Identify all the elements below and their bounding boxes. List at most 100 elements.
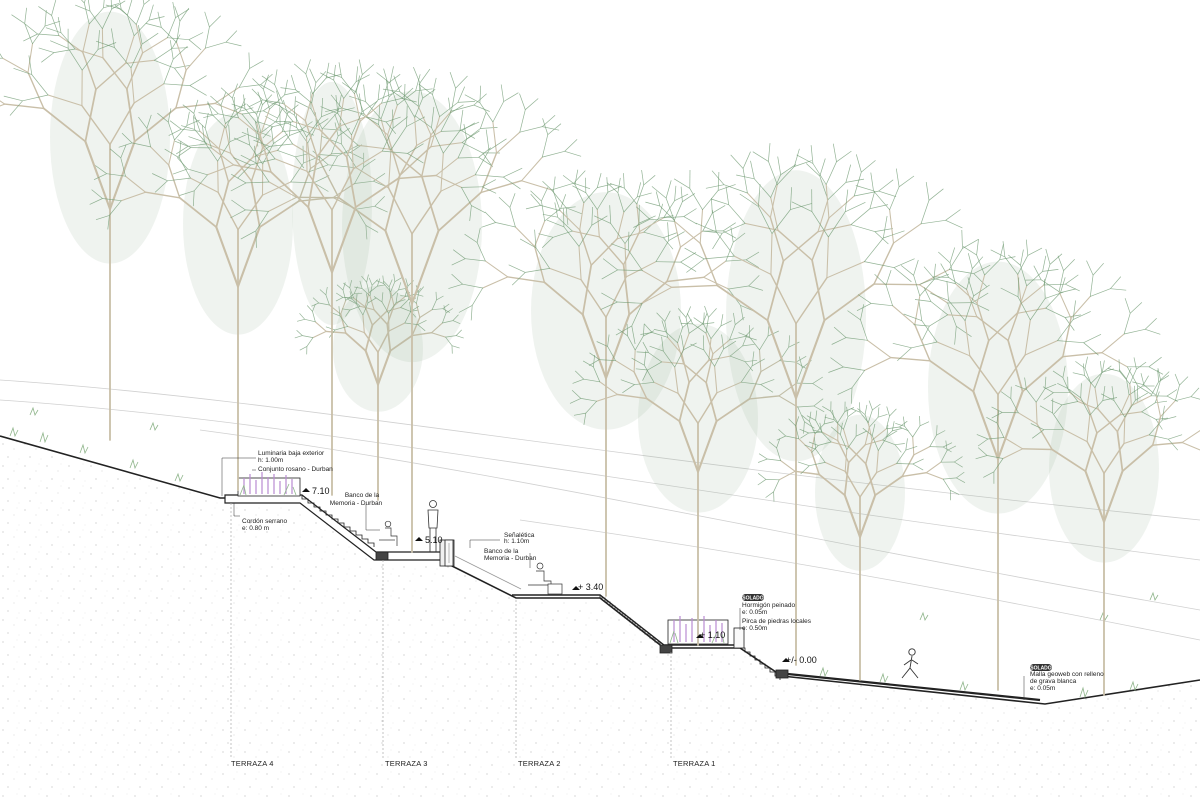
tree-branch — [1084, 470, 1106, 523]
tree-branch — [606, 177, 609, 193]
tree-branch — [363, 158, 376, 168]
tree-branch — [757, 473, 767, 480]
tree-branch — [643, 175, 656, 186]
tree-branch — [255, 162, 270, 183]
tree-branch — [392, 116, 409, 129]
tree-branch — [1100, 393, 1115, 401]
tree-branch — [913, 324, 930, 327]
tree-branch — [163, 83, 190, 86]
tree-branch — [189, 177, 219, 193]
tree-branch — [614, 360, 635, 373]
tree-branch — [359, 280, 363, 289]
tree-branch — [1053, 404, 1063, 415]
tree-branch — [711, 198, 729, 206]
tree-branch — [674, 193, 689, 202]
tree-branch — [643, 365, 655, 383]
tree-branch — [1062, 377, 1070, 393]
level-label-110: + 1.10 — [700, 630, 725, 640]
tree — [230, 66, 591, 553]
level-label-000: +/- 0.00 — [786, 655, 817, 665]
tree-branch — [610, 223, 626, 244]
tree-branch — [253, 139, 270, 147]
tree-branch — [593, 215, 611, 224]
tree-branch — [274, 84, 284, 104]
tree-branch — [278, 104, 295, 116]
terrace-label-1: TERRAZA 1 — [673, 759, 716, 768]
tree-branch — [793, 148, 800, 167]
tree-branch — [912, 436, 915, 456]
tree-branch — [511, 272, 526, 286]
tree-branch — [457, 139, 468, 159]
tree-branch — [179, 7, 190, 22]
tree-branch — [800, 432, 809, 439]
tree-branch — [363, 84, 366, 102]
tree-branch — [810, 433, 816, 452]
tree-branch — [847, 445, 867, 465]
tree-branch — [265, 115, 281, 125]
tree-branch — [861, 160, 876, 173]
tree-branch — [705, 353, 714, 384]
tree-branch — [813, 405, 825, 413]
tree-branch — [393, 273, 396, 282]
tree-branch — [354, 74, 363, 94]
tree-branch — [796, 367, 803, 384]
tree-branch — [23, 33, 38, 42]
tree-branch — [420, 175, 440, 232]
tree-branch — [154, 180, 168, 193]
note-pirca-line1: Pirca de piedras locales — [742, 618, 812, 625]
tree-branch — [306, 116, 322, 138]
tree-branch — [758, 184, 761, 207]
tree-branch — [930, 292, 949, 301]
tree-branch — [464, 94, 481, 104]
tree-branch — [337, 107, 355, 113]
tree-branch — [462, 283, 483, 289]
tree-branch — [703, 324, 712, 339]
tree-branch — [591, 206, 593, 226]
tree-branch — [1132, 381, 1144, 386]
tree-branch — [765, 491, 774, 498]
tree-branch — [24, 23, 33, 44]
tree-branch — [390, 281, 396, 292]
tree-branch — [1043, 283, 1066, 286]
tree-branch — [378, 103, 381, 125]
tree-branch — [340, 299, 347, 315]
tree-branch — [311, 302, 319, 307]
tree-branch — [1065, 274, 1079, 285]
tree-branch — [1094, 372, 1103, 388]
tree-branch — [962, 238, 979, 249]
tree-branch — [812, 376, 823, 384]
tree-branch — [419, 309, 433, 319]
tree-branch — [482, 152, 493, 168]
tree-branch — [279, 124, 293, 145]
tree-branch — [912, 425, 921, 438]
tree-branch — [976, 316, 1009, 342]
tree-branch — [1086, 440, 1105, 474]
tree-branch — [674, 220, 701, 244]
tree-branch — [767, 458, 781, 461]
tree-branch — [148, 4, 154, 21]
tree-branch — [168, 128, 182, 136]
tree-branch — [803, 421, 805, 434]
tree-branch — [665, 180, 672, 199]
tree-branch — [254, 145, 257, 163]
tree-branch — [230, 209, 246, 219]
tree-branch — [102, 198, 122, 202]
tree-branch — [777, 166, 795, 185]
tree-branch — [386, 306, 402, 312]
person-running — [901, 648, 919, 679]
tree-branch — [673, 219, 682, 248]
tree-branch — [1084, 432, 1098, 473]
tree-branch — [853, 172, 862, 197]
tree-branch — [1174, 373, 1180, 386]
tree-branch — [174, 6, 181, 22]
tree-branch — [628, 250, 643, 271]
tree-branch — [695, 222, 717, 233]
tree-branch — [693, 317, 704, 325]
tree-branch — [450, 104, 464, 114]
tree-branch — [344, 296, 353, 300]
tree-branch — [498, 196, 511, 208]
tree-branch — [480, 180, 523, 194]
tree-branch — [399, 146, 432, 177]
tree-branch — [1181, 429, 1200, 444]
tree-branch — [421, 134, 432, 177]
